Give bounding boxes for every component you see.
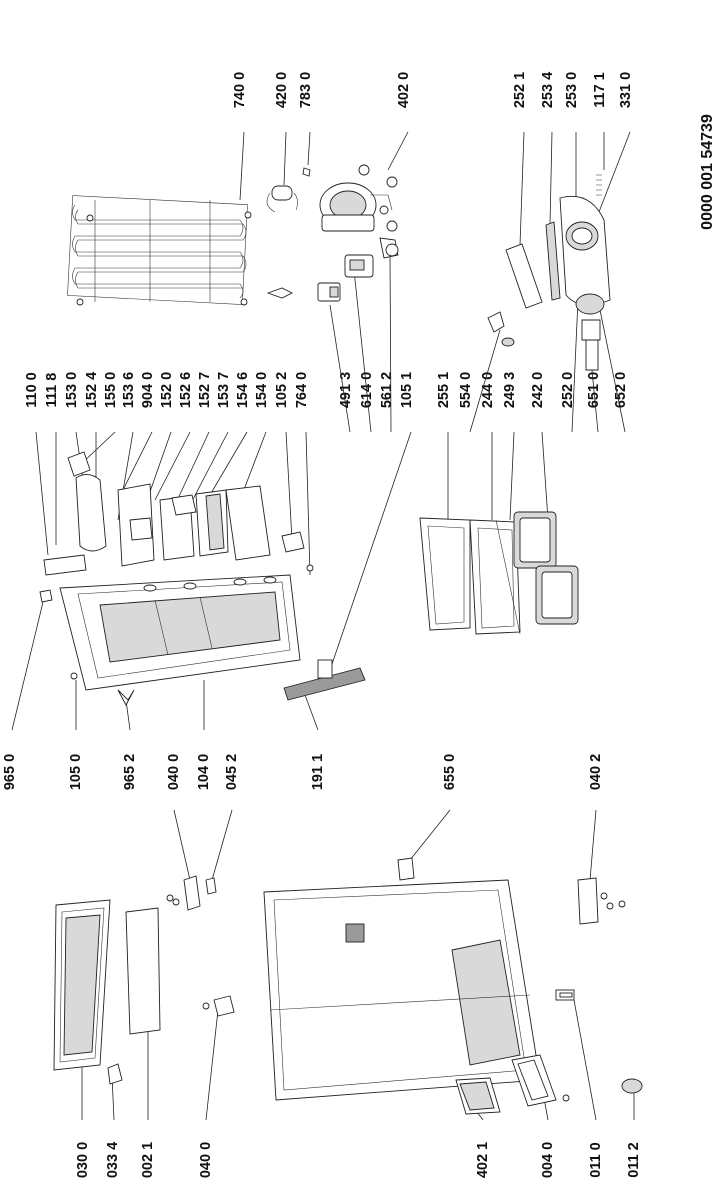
label-554-0: 554 0 xyxy=(458,372,474,408)
label-252-0: 252 0 xyxy=(560,372,576,408)
fridge-cabinet xyxy=(263,879,541,1101)
label-004-0: 004 0 xyxy=(540,1142,556,1178)
label-045-2: 045 2 xyxy=(224,754,240,790)
label-255-1: 255 1 xyxy=(436,372,452,408)
stopper-965-0 xyxy=(39,589,53,603)
label-965-2: 965 2 xyxy=(122,754,138,790)
label-244-0: 244 0 xyxy=(480,372,496,408)
freezer-shelves xyxy=(419,511,579,635)
label-655-0: 655 0 xyxy=(442,754,458,790)
leader-lines xyxy=(11,131,635,1121)
drip-tray-655 xyxy=(397,857,415,881)
label-033-4: 033 4 xyxy=(105,1142,121,1178)
label-491-3: 491 3 xyxy=(338,372,354,408)
label-105-1: 105 1 xyxy=(399,372,415,408)
hinge-040-0-lower xyxy=(202,995,235,1017)
door-inner-liner xyxy=(59,574,301,691)
label-117-1: 117 1 xyxy=(592,72,608,108)
label-011-2: 011 2 xyxy=(626,1142,642,1178)
label-111-8: 111 8 xyxy=(44,373,60,408)
label-652-0: 652 0 xyxy=(613,372,629,408)
label-191-1: 191 1 xyxy=(310,754,326,790)
door-panel-002-1 xyxy=(125,907,161,1035)
label-154-0: 154 0 xyxy=(254,372,270,408)
diagram-code: 0000 001 54739 xyxy=(699,114,716,230)
label-030-0: 030 0 xyxy=(75,1142,91,1178)
capacitor-420 xyxy=(266,185,298,213)
label-040-0-upper: 040 0 xyxy=(166,754,182,790)
label-253-4: 253 4 xyxy=(540,72,556,108)
label-783-0: 783 0 xyxy=(298,72,314,108)
door-gasket-191 xyxy=(283,667,366,701)
label-153-0: 153 0 xyxy=(64,372,80,408)
label-040-2: 040 2 xyxy=(588,754,604,790)
label-040-0-lower: 040 0 xyxy=(198,1142,214,1178)
label-249-3: 249 3 xyxy=(502,372,518,408)
compressor xyxy=(319,164,398,232)
label-153-7: 153 7 xyxy=(216,372,232,408)
label-253-0: 253 0 xyxy=(564,72,580,108)
label-242-0: 242 0 xyxy=(530,372,546,408)
label-104-0: 104 0 xyxy=(196,754,212,790)
label-904-0: 904 0 xyxy=(140,372,156,408)
handle-033-4 xyxy=(107,1063,123,1085)
label-420-0: 420 0 xyxy=(274,72,290,108)
spacer-764 xyxy=(266,287,294,299)
label-561-2: 561 2 xyxy=(379,372,395,408)
label-764-0: 764 0 xyxy=(294,372,310,408)
label-402-1: 402 1 xyxy=(475,1142,491,1178)
label-331-0: 331 0 xyxy=(618,72,634,108)
drain-valve xyxy=(487,311,515,347)
label-155-0: 155 0 xyxy=(103,372,119,408)
overload-protector xyxy=(317,282,341,302)
foot-965-2 xyxy=(117,689,135,706)
label-011-0: 011 0 xyxy=(588,1142,604,1178)
screw-011-0 xyxy=(555,989,575,1001)
label-153-6: 153 6 xyxy=(121,372,137,408)
label-152-6: 152 6 xyxy=(178,372,194,408)
screw-105-0 xyxy=(70,672,78,680)
base-rail xyxy=(455,1054,570,1115)
outer-door xyxy=(53,899,111,1071)
label-614-0: 614 0 xyxy=(359,372,375,408)
start-relay xyxy=(344,237,399,278)
label-154-6: 154 6 xyxy=(235,372,251,408)
label-740-0: 740 0 xyxy=(232,72,248,108)
condenser-coil xyxy=(67,195,252,306)
left-labels: 030 0 033 4 002 1 040 0 402 1 004 0 011 … xyxy=(2,754,642,1178)
label-152-0: 152 0 xyxy=(159,372,175,408)
label-105-0: 105 0 xyxy=(68,754,84,790)
label-152-4: 152 4 xyxy=(84,372,100,408)
hinge-040-2 xyxy=(577,877,626,925)
label-110-0: 110 0 xyxy=(24,372,40,408)
label-002-1: 002 1 xyxy=(140,1142,156,1178)
hinge-cover-105-1 xyxy=(317,659,333,679)
hinge-040-0-upper xyxy=(166,875,217,911)
label-402-0: 402 0 xyxy=(396,72,412,108)
evaporator-tray xyxy=(505,174,611,371)
label-152-7: 152 7 xyxy=(197,372,213,408)
door-shelves xyxy=(43,451,314,576)
clip-783 xyxy=(302,167,311,177)
foot-011-2 xyxy=(621,1078,643,1094)
label-105-2: 105 2 xyxy=(274,372,290,408)
label-252-1: 252 1 xyxy=(512,72,528,108)
label-965-0: 965 0 xyxy=(2,754,18,790)
